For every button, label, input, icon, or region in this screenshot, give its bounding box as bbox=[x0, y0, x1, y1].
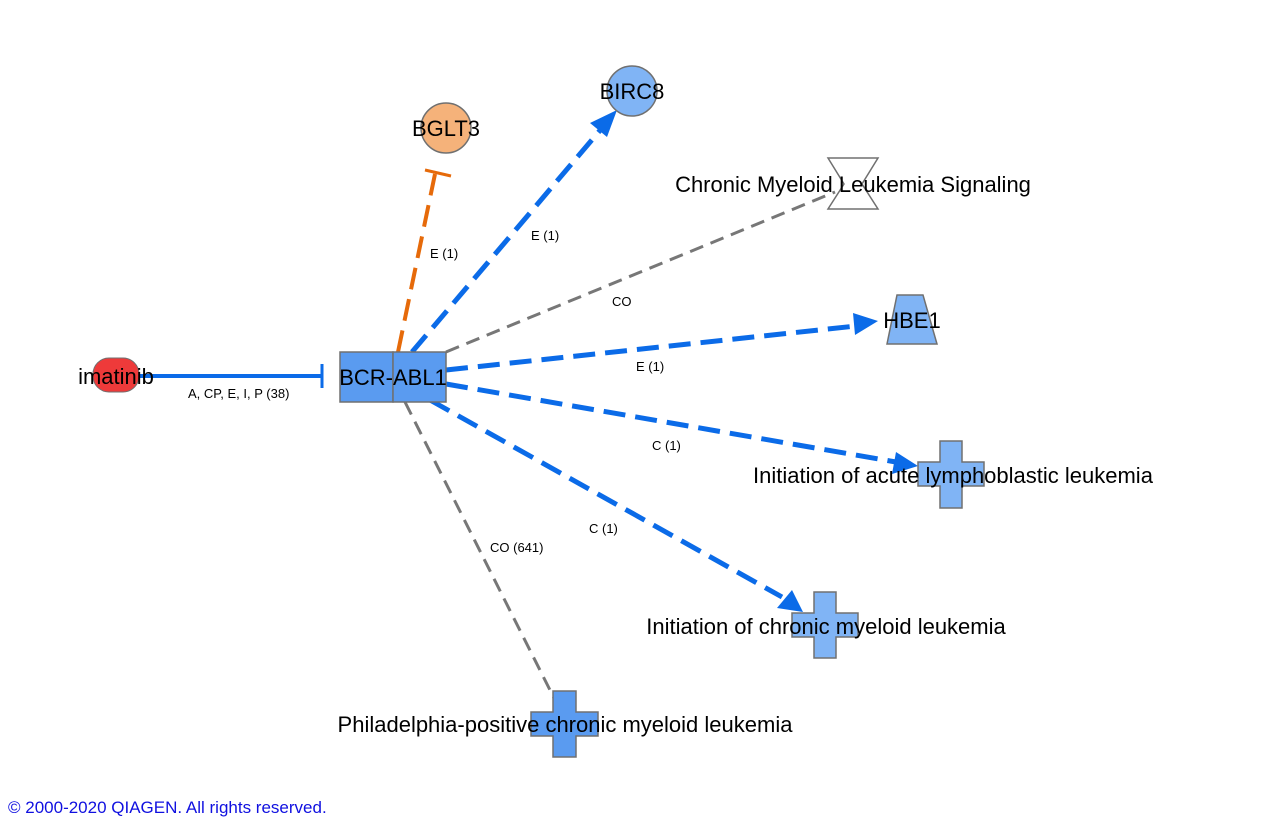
node-bcr-abl1-label[interactable]: BCR-ABL1 bbox=[339, 365, 447, 390]
edge-bcr-abl1-init-all[interactable] bbox=[445, 381, 897, 465]
edge-label-ph-cml: CO (641) bbox=[490, 540, 543, 555]
arrowhead-init-all bbox=[892, 452, 918, 474]
edge-bcr-abl1-ph-cml[interactable] bbox=[403, 401, 557, 701]
node-imatinib-label[interactable]: imatinib bbox=[78, 364, 154, 389]
node-init-all-shape[interactable] bbox=[917, 440, 985, 509]
node-init-all-label[interactable]: Initiation of acute lymphoblastic leukem… bbox=[753, 463, 1154, 488]
edge-label-init-cml: C (1) bbox=[589, 521, 618, 536]
node-birc8-label[interactable]: BIRC8 bbox=[600, 79, 665, 104]
inhibit-bar-bglt3 bbox=[424, 168, 452, 178]
copyright-notice: © 2000-2020 QIAGEN. All rights reserved. bbox=[8, 798, 327, 817]
node-cml-signaling-label[interactable]: Chronic Myeloid Leukemia Signaling bbox=[675, 172, 1031, 197]
node-birc8-shape[interactable] bbox=[606, 65, 658, 117]
edge-label-hbe1: E (1) bbox=[636, 359, 664, 374]
node-hbe1-label[interactable]: HBE1 bbox=[883, 308, 940, 333]
arrowhead-birc8 bbox=[590, 110, 617, 137]
node-ph-cml-shape[interactable] bbox=[530, 690, 599, 758]
node-ph-cml-label[interactable]: Philadelphia-positive chronic myeloid le… bbox=[338, 712, 794, 737]
node-init-cml-label[interactable]: Initiation of chronic myeloid leukemia bbox=[646, 614, 1006, 639]
node-cml-signaling-shape[interactable] bbox=[826, 157, 880, 210]
node-bcr-abl1-shape-left[interactable] bbox=[339, 351, 394, 403]
edge-bcr-abl1-hbe1[interactable] bbox=[445, 323, 857, 373]
edge-label-imatinib-bcr-abl1: A, CP, E, I, P (38) bbox=[188, 386, 289, 401]
edge-bcr-abl1-birc8[interactable] bbox=[410, 126, 604, 354]
edge-label-cml-signaling: CO bbox=[612, 294, 632, 309]
arrowhead-hbe1 bbox=[853, 313, 878, 335]
node-bcr-abl1-shape-right[interactable] bbox=[392, 351, 447, 403]
arrowhead-init-cml bbox=[777, 590, 803, 612]
node-init-cml-shape[interactable] bbox=[791, 591, 859, 659]
node-imatinib-shape[interactable] bbox=[92, 357, 140, 393]
edge-bcr-abl1-bglt3[interactable] bbox=[396, 173, 437, 353]
edge-label-bglt3: E (1) bbox=[430, 246, 458, 261]
edge-bcr-abl1-cml-signaling[interactable] bbox=[445, 190, 836, 354]
edge-bcr-abl1-init-cml[interactable] bbox=[428, 397, 784, 600]
node-bglt3-shape[interactable] bbox=[420, 102, 472, 154]
edge-label-init-all: C (1) bbox=[652, 438, 681, 453]
edge-label-birc8: E (1) bbox=[531, 228, 559, 243]
node-bglt3-label[interactable]: BGLT3 bbox=[412, 116, 480, 141]
node-hbe1-shape[interactable] bbox=[886, 294, 938, 345]
